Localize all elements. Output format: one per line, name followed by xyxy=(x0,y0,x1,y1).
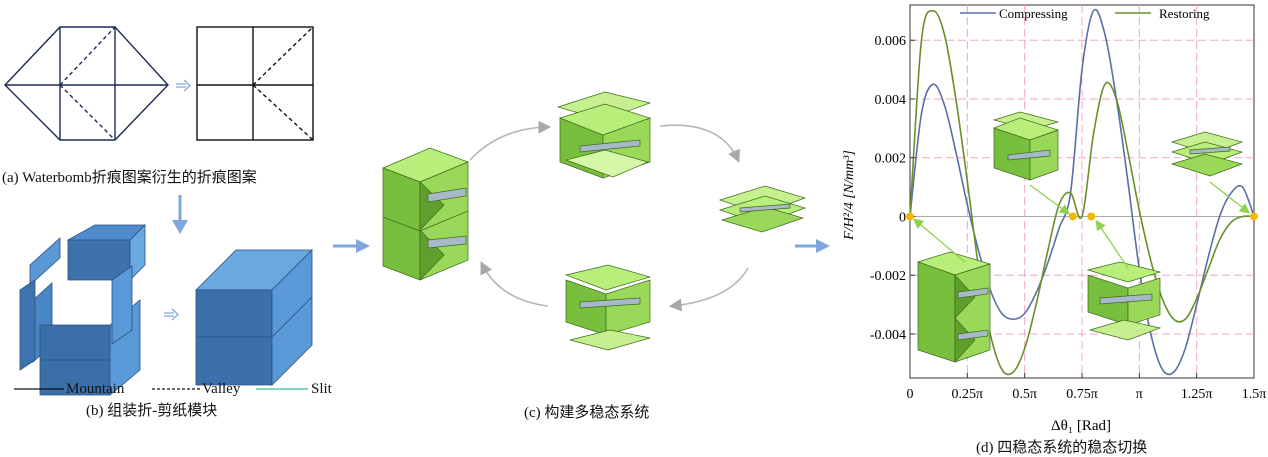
legend-slit-label: Slit xyxy=(311,381,332,397)
y-tick-label: -0.002 xyxy=(870,269,906,284)
caption-b: (b) 组装折-剪纸模块 xyxy=(86,403,218,419)
inset-pointer-arrows xyxy=(913,181,1251,269)
stable-point xyxy=(1087,212,1096,221)
y-tick-label: 0.006 xyxy=(875,34,907,49)
y-tick-label: 0.002 xyxy=(875,152,907,167)
x-tick-label: 0 xyxy=(907,387,914,402)
series-line-compressing xyxy=(909,8,1255,376)
green-tower-state-1 xyxy=(382,147,469,281)
green-module-state-3 xyxy=(718,185,807,233)
x-tick-label: 0.25π xyxy=(952,387,984,402)
caption-d: (d) 四稳态系统的稳态切换 xyxy=(976,440,1148,456)
legend-valley-label: Valley xyxy=(202,381,241,397)
legend-restoring-label: Restoring xyxy=(1159,6,1210,21)
derived-crease-pattern-square xyxy=(196,26,314,141)
x-tick-label: 1.5π xyxy=(1242,387,1267,402)
chart-y-ticks: 0.006 0.004 0.002 0 -0.002 -0.004 xyxy=(870,34,915,343)
stable-point xyxy=(1250,212,1258,221)
legend-compressing-label: Compressing xyxy=(999,6,1068,21)
small-arrow-a xyxy=(176,79,191,92)
stable-point xyxy=(1068,212,1077,221)
arrow-to-system xyxy=(333,239,370,253)
chart-y-label: F/H²/4 [N/mm³] xyxy=(842,150,857,241)
caption-c: (c) 构建多稳态系统 xyxy=(524,405,650,421)
small-arrow-b xyxy=(164,308,179,321)
arrow-to-chart xyxy=(795,239,830,253)
x-tick-label: π xyxy=(1136,387,1143,402)
stable-point xyxy=(906,212,914,221)
green-module-state-2 xyxy=(556,91,652,179)
cycle-arrows xyxy=(469,120,749,312)
y-tick-label: 0.004 xyxy=(875,93,907,108)
chart-x-ticks: 0 0.25π 0.5π 0.75π π 1.25π 1.5π xyxy=(907,373,1267,402)
chart-series xyxy=(909,8,1255,376)
inset-module-stable-2 xyxy=(992,111,1060,181)
chart-legend: Compressing Restoring xyxy=(960,6,1210,21)
inset-module-stable-4 xyxy=(1170,131,1244,177)
series-line-restoring xyxy=(909,10,1255,376)
y-tick-label: 0 xyxy=(899,210,906,225)
inset-module-stable-1 xyxy=(916,251,992,363)
x-tick-label: 0.5π xyxy=(1012,387,1037,402)
x-tick-label: 1.25π xyxy=(1181,387,1213,402)
x-tick-label: 0.75π xyxy=(1066,387,1098,402)
legend-mountain-label: Mountain xyxy=(66,381,125,397)
green-module-state-4 xyxy=(564,264,652,351)
kirigami-pieces-unfolded xyxy=(19,224,146,396)
chart-x-label: Δθ₁ [Rad] xyxy=(1051,418,1111,434)
inset-module-stable-3 xyxy=(1086,261,1162,341)
y-tick-label: -0.004 xyxy=(870,328,906,343)
stable-point-markers xyxy=(906,212,1258,221)
assembled-blue-module xyxy=(195,249,313,386)
caption-a: (a) Waterbomb折痕图案衍生的折痕图案 xyxy=(2,170,257,186)
arrow-down-a-to-b xyxy=(172,195,188,234)
waterbomb-pattern-hexagon xyxy=(4,26,169,141)
